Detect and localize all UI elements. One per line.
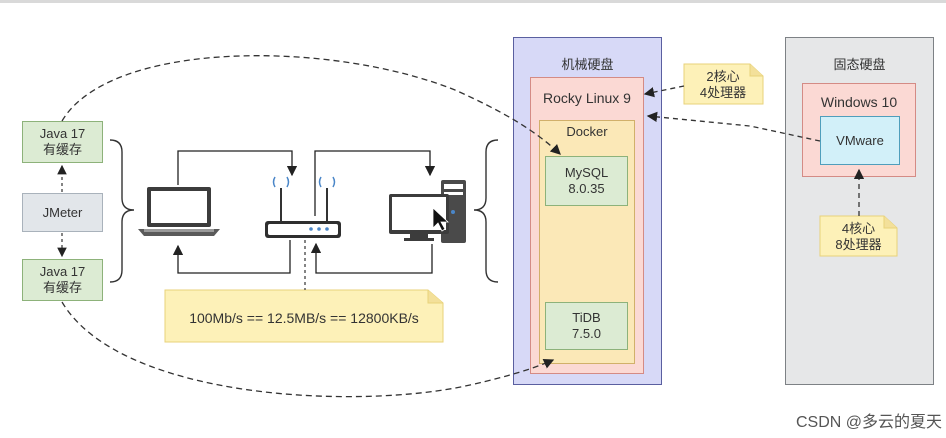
tidb-line1: TiDB — [572, 310, 601, 325]
wire-pc-to-router — [310, 242, 433, 274]
ssd-cpu-note-shape — [819, 215, 898, 257]
jmeter-node: JMeter — [22, 193, 103, 232]
mysql-line1: MySQL — [564, 165, 609, 180]
java-top-line2: 有缓存 — [42, 142, 82, 157]
java-bottom-line1: Java 17 — [39, 264, 86, 279]
hdd-cpu-note-shape — [683, 63, 764, 105]
network-note-shape — [164, 289, 444, 343]
tidb-node: TiDB 7.5.0 — [545, 302, 628, 350]
java-top-line1: Java 17 — [39, 126, 86, 141]
wire-router-to-pc — [314, 150, 436, 216]
right-brace — [473, 139, 499, 283]
mouse-cursor-icon — [432, 207, 450, 232]
curve-java-bottom-to-tidb — [61, 301, 555, 398]
ssd-cpu-note: 4核心 8处理器 — [820, 218, 897, 256]
java-node-bottom: Java 17 有缓存 — [22, 259, 103, 301]
arrow-vmware-to-rocky — [646, 111, 821, 142]
router-icon — [265, 176, 341, 238]
laptop-icon — [138, 187, 220, 236]
tidb-line2: 7.5.0 — [572, 326, 601, 341]
java-node-top: Java 17 有缓存 — [22, 121, 103, 163]
curve-java-top-to-mysql — [61, 55, 561, 155]
jmeter-label: JMeter — [42, 204, 83, 220]
docker-label: Docker — [566, 124, 608, 139]
hdd-title: 机械硬盘 — [561, 57, 614, 72]
desktop-pc-icon — [389, 180, 466, 243]
arrow-hdd-cpu-to-rocky — [643, 85, 685, 98]
hdd-cpu-line2: 4处理器 — [699, 85, 747, 100]
ssd-cpu-line1: 4核心 — [841, 221, 876, 236]
windows-label: Windows 10 — [820, 94, 898, 110]
network-note-text: 100Mb/s == 12.5MB/s == 12800KB/s — [189, 310, 419, 326]
network-note: 100Mb/s == 12.5MB/s == 12800KB/s — [165, 294, 443, 342]
ssd-title: 固态硬盘 — [833, 57, 886, 72]
java-bottom-line2: 有缓存 — [42, 280, 82, 295]
wire-laptop-to-router — [177, 150, 298, 185]
hdd-cpu-line1: 2核心 — [706, 69, 740, 84]
ssd-cpu-line2: 8处理器 — [835, 237, 882, 252]
vmware-node: VMware — [820, 116, 900, 165]
wire-router-to-laptop — [172, 240, 291, 274]
mysql-node: MySQL 8.0.35 — [545, 156, 628, 206]
watermark: CSDN @多云的夏天 — [795, 414, 942, 431]
mysql-line2: 8.0.35 — [568, 181, 605, 196]
vmware-label: VMware — [836, 132, 884, 148]
rocky-linux-label: Rocky Linux 9 — [543, 90, 631, 106]
hdd-cpu-note: 2核心 4处理器 — [684, 66, 762, 104]
top-border — [0, 0, 946, 3]
left-brace — [109, 139, 135, 283]
